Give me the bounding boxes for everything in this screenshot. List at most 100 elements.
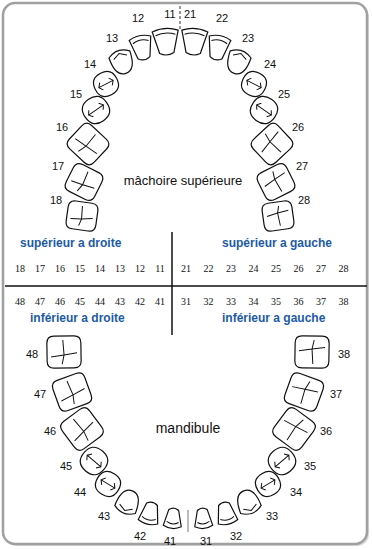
row-number: 23 [226,264,236,274]
tooth-groove [245,77,263,91]
tooth-outline [249,121,296,168]
tooth [138,500,163,526]
tooth-number: 21 [184,9,196,20]
tooth-number: 35 [304,461,316,472]
midline [180,6,181,30]
tooth-groove [299,340,325,364]
tooth-groove [273,452,292,470]
tooth-outline [129,34,156,62]
tooth [261,200,295,232]
tooth-number: 26 [292,122,304,133]
tooth [78,92,114,128]
tooth-number: 32 [230,531,242,542]
tooth-groove [112,51,127,59]
tooth-groove [185,32,205,35]
tooth [193,507,213,529]
tooth-number: 48 [26,349,38,360]
tooth-outline [283,371,326,413]
quadrant-label: inférieur a droite [30,312,125,324]
row-number: 32 [204,297,214,307]
tooth [65,200,99,232]
tooth-groove [276,411,312,447]
tooth-groove [68,167,99,197]
quadrant-label: supérieur a gauche [222,237,332,249]
tooth-number: 41 [164,536,176,547]
tooth-number: 13 [106,33,118,44]
tooth-outline [63,161,105,202]
midline [188,510,189,532]
quadrant-label: inférieur a gauche [222,312,325,324]
tooth-groove [86,102,105,119]
tooth-number: 22 [216,13,228,24]
tooth-number: 31 [200,536,212,547]
tooth [163,507,183,529]
tooth-number: 15 [70,89,82,100]
quadrant-label: supérieur a droite [20,237,121,249]
tooth-number: 47 [34,389,46,400]
row-number: 17 [35,264,45,274]
tooth-number: 42 [134,531,146,542]
row-number: 44 [95,297,105,307]
tooth-number: 23 [242,33,254,44]
tooth-outline [65,200,99,232]
tooth-outline [47,336,82,369]
tooth-outline [193,507,213,529]
row-number: 16 [55,264,65,274]
row-number: 21 [181,264,191,274]
tooth-groove [133,39,149,44]
row-number: 27 [316,264,326,274]
tooth-number: 37 [330,389,342,400]
tooth [58,405,106,453]
row-number: 12 [135,264,145,274]
tooth-outline [138,500,163,526]
tooth-number: 27 [296,161,308,172]
tooth-outline [205,34,232,62]
tooth-groove [99,476,117,491]
tooth-groove [211,39,227,44]
row-number: 41 [155,297,165,307]
tooth-outline [246,92,282,128]
tooth-number: 33 [266,511,278,522]
tooth [246,92,282,128]
row-number: 24 [249,264,259,274]
tooth-groove [155,32,175,35]
row-number: 35 [271,297,281,307]
row-number: 13 [115,264,125,274]
row-number: 33 [226,297,236,307]
tooth [65,121,112,168]
tooth-groove [70,126,105,161]
tooth-number: 17 [52,161,64,172]
tooth [129,34,156,62]
tooth-number: 38 [338,349,350,360]
row-number: 47 [35,297,45,307]
tooth-number: 28 [298,195,310,206]
tooth [205,34,232,62]
tooth-groove [85,452,104,470]
tooth-groove [288,376,321,407]
tooth-outline [58,405,106,453]
tooth-number: 24 [264,59,276,70]
jaw-label: mâchoire supérieure [124,174,243,187]
tooth-number: 45 [60,461,72,472]
tooth-groove [142,516,156,521]
tooth [90,68,122,100]
tooth-groove [51,340,77,364]
tooth [295,336,330,369]
tooth-groove [260,167,291,197]
row-number: 46 [55,297,65,307]
tooth-outline [65,121,112,168]
tooth-groove [254,126,289,161]
tooth-outline [163,507,183,529]
row-number: 31 [181,297,191,307]
tooth-number: 43 [98,511,110,522]
tooth-outline [270,405,318,453]
tooth-groove [118,504,132,513]
row-number: 28 [339,264,349,274]
tooth [249,121,296,168]
row-number: 43 [115,297,125,307]
tooth-groove [197,521,209,524]
quadrant-divider [171,232,173,335]
tooth [214,500,239,526]
